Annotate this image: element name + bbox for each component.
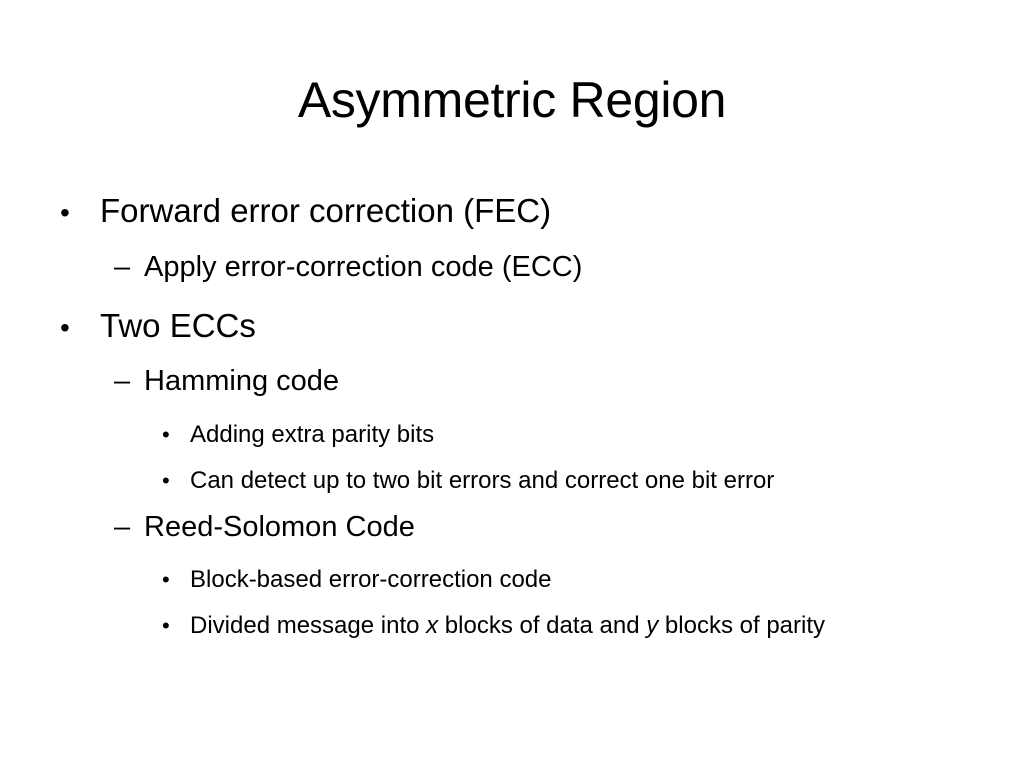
sub-sub-bullet-text: Divided message into x blocks of data an… [190,607,910,644]
bullet-item: • Two ECCs [60,307,256,345]
bullet-dot: • [60,312,70,343]
variable-x: x [426,612,439,639]
bullet-dash: – [114,365,131,397]
sub-sub-bullet-item: • Can detect up to two bit errors and co… [162,462,910,499]
text-part: Divided message into [190,612,427,639]
bullet-dot: • [60,197,70,228]
sub-sub-bullet-item: • Block-based error-correction code [162,561,910,598]
sub-sub-bullet-text: Adding extra parity bits [190,421,435,448]
bullet-dash: – [114,511,131,543]
text-part: blocks of data and [438,612,647,639]
bullet-dash: – [114,251,131,283]
sub-bullet-text: Reed-Solomon Code [144,511,415,543]
bullet-dot: • [162,468,170,493]
sub-bullet-text: Apply error-correction code (ECC) [144,251,583,283]
sub-bullet-item: – Apply error-correction code (ECC) [114,251,582,284]
sub-sub-bullet-item: • Adding extra parity bits [162,416,910,453]
slide-title: Asymmetric Region [297,72,727,128]
bullet-text: Two ECCs [100,307,256,344]
variable-y: y [646,612,659,639]
sub-bullet-item: – Reed-Solomon Code [114,511,415,544]
sub-sub-bullet-text: Block-based error-correction code [190,566,552,593]
bullet-text: Forward error correction (FEC) [100,192,552,229]
bullet-dot: • [162,613,170,638]
sub-sub-bullet-text: Can detect up to two bit errors and corr… [190,467,775,494]
bullet-dot: • [162,422,170,447]
sub-bullet-item: – Hamming code [114,365,339,398]
text-part: blocks of parity [658,612,825,639]
bullet-dot: • [162,567,170,592]
sub-bullet-text: Hamming code [144,365,340,397]
sub-sub-bullet-item: • Divided message into x blocks of data … [162,607,910,644]
bullet-item: • Forward error correction (FEC) [60,192,551,230]
